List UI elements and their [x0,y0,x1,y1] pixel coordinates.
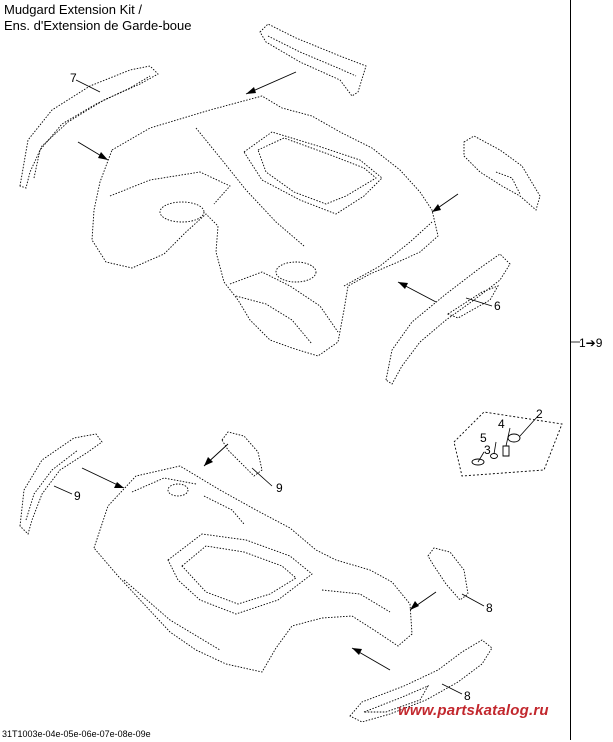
part-8-cap [427,547,469,601]
footer-code: 31T1003e-04e-05e-06e-07e-08e-09e [2,729,151,739]
right-upper-extension [463,135,541,211]
callout-8-cap: 8 [486,601,493,615]
diagram-frame [570,0,571,740]
callout-3: 3 [484,443,491,457]
callout-9-cap: 9 [276,481,283,495]
callout-4: 4 [498,417,505,431]
top-rear-extension [259,23,367,97]
upper-fender [91,95,439,357]
callout-8-extension: 8 [464,689,471,703]
assembly-arrows [77,71,459,671]
hardware-box [453,411,563,477]
callout-7: 7 [70,71,77,85]
callout-6: 6 [494,299,501,313]
diagram-title: Mudgard Extension Kit / Ens. d'Extension… [4,2,192,34]
part-7-extension [19,65,159,189]
part-8-extension [349,639,493,723]
part-range-label: 1➔9 [579,336,603,350]
callout-5: 5 [480,431,487,445]
title-line-english: Mudgard Extension Kit / [4,2,143,17]
title-line-french: Ens. d'Extension de Garde-boue [4,18,192,33]
part-9-left-extension [19,433,103,535]
callout-2: 2 [536,407,543,421]
arrow-heads [98,87,441,655]
part-6-extension [385,253,511,385]
callout-leaders [53,79,580,695]
part-9-cap [221,431,263,477]
lower-fender [93,465,413,673]
watermark: www.partskatalog.ru [398,702,549,719]
callout-9-left: 9 [74,489,81,503]
